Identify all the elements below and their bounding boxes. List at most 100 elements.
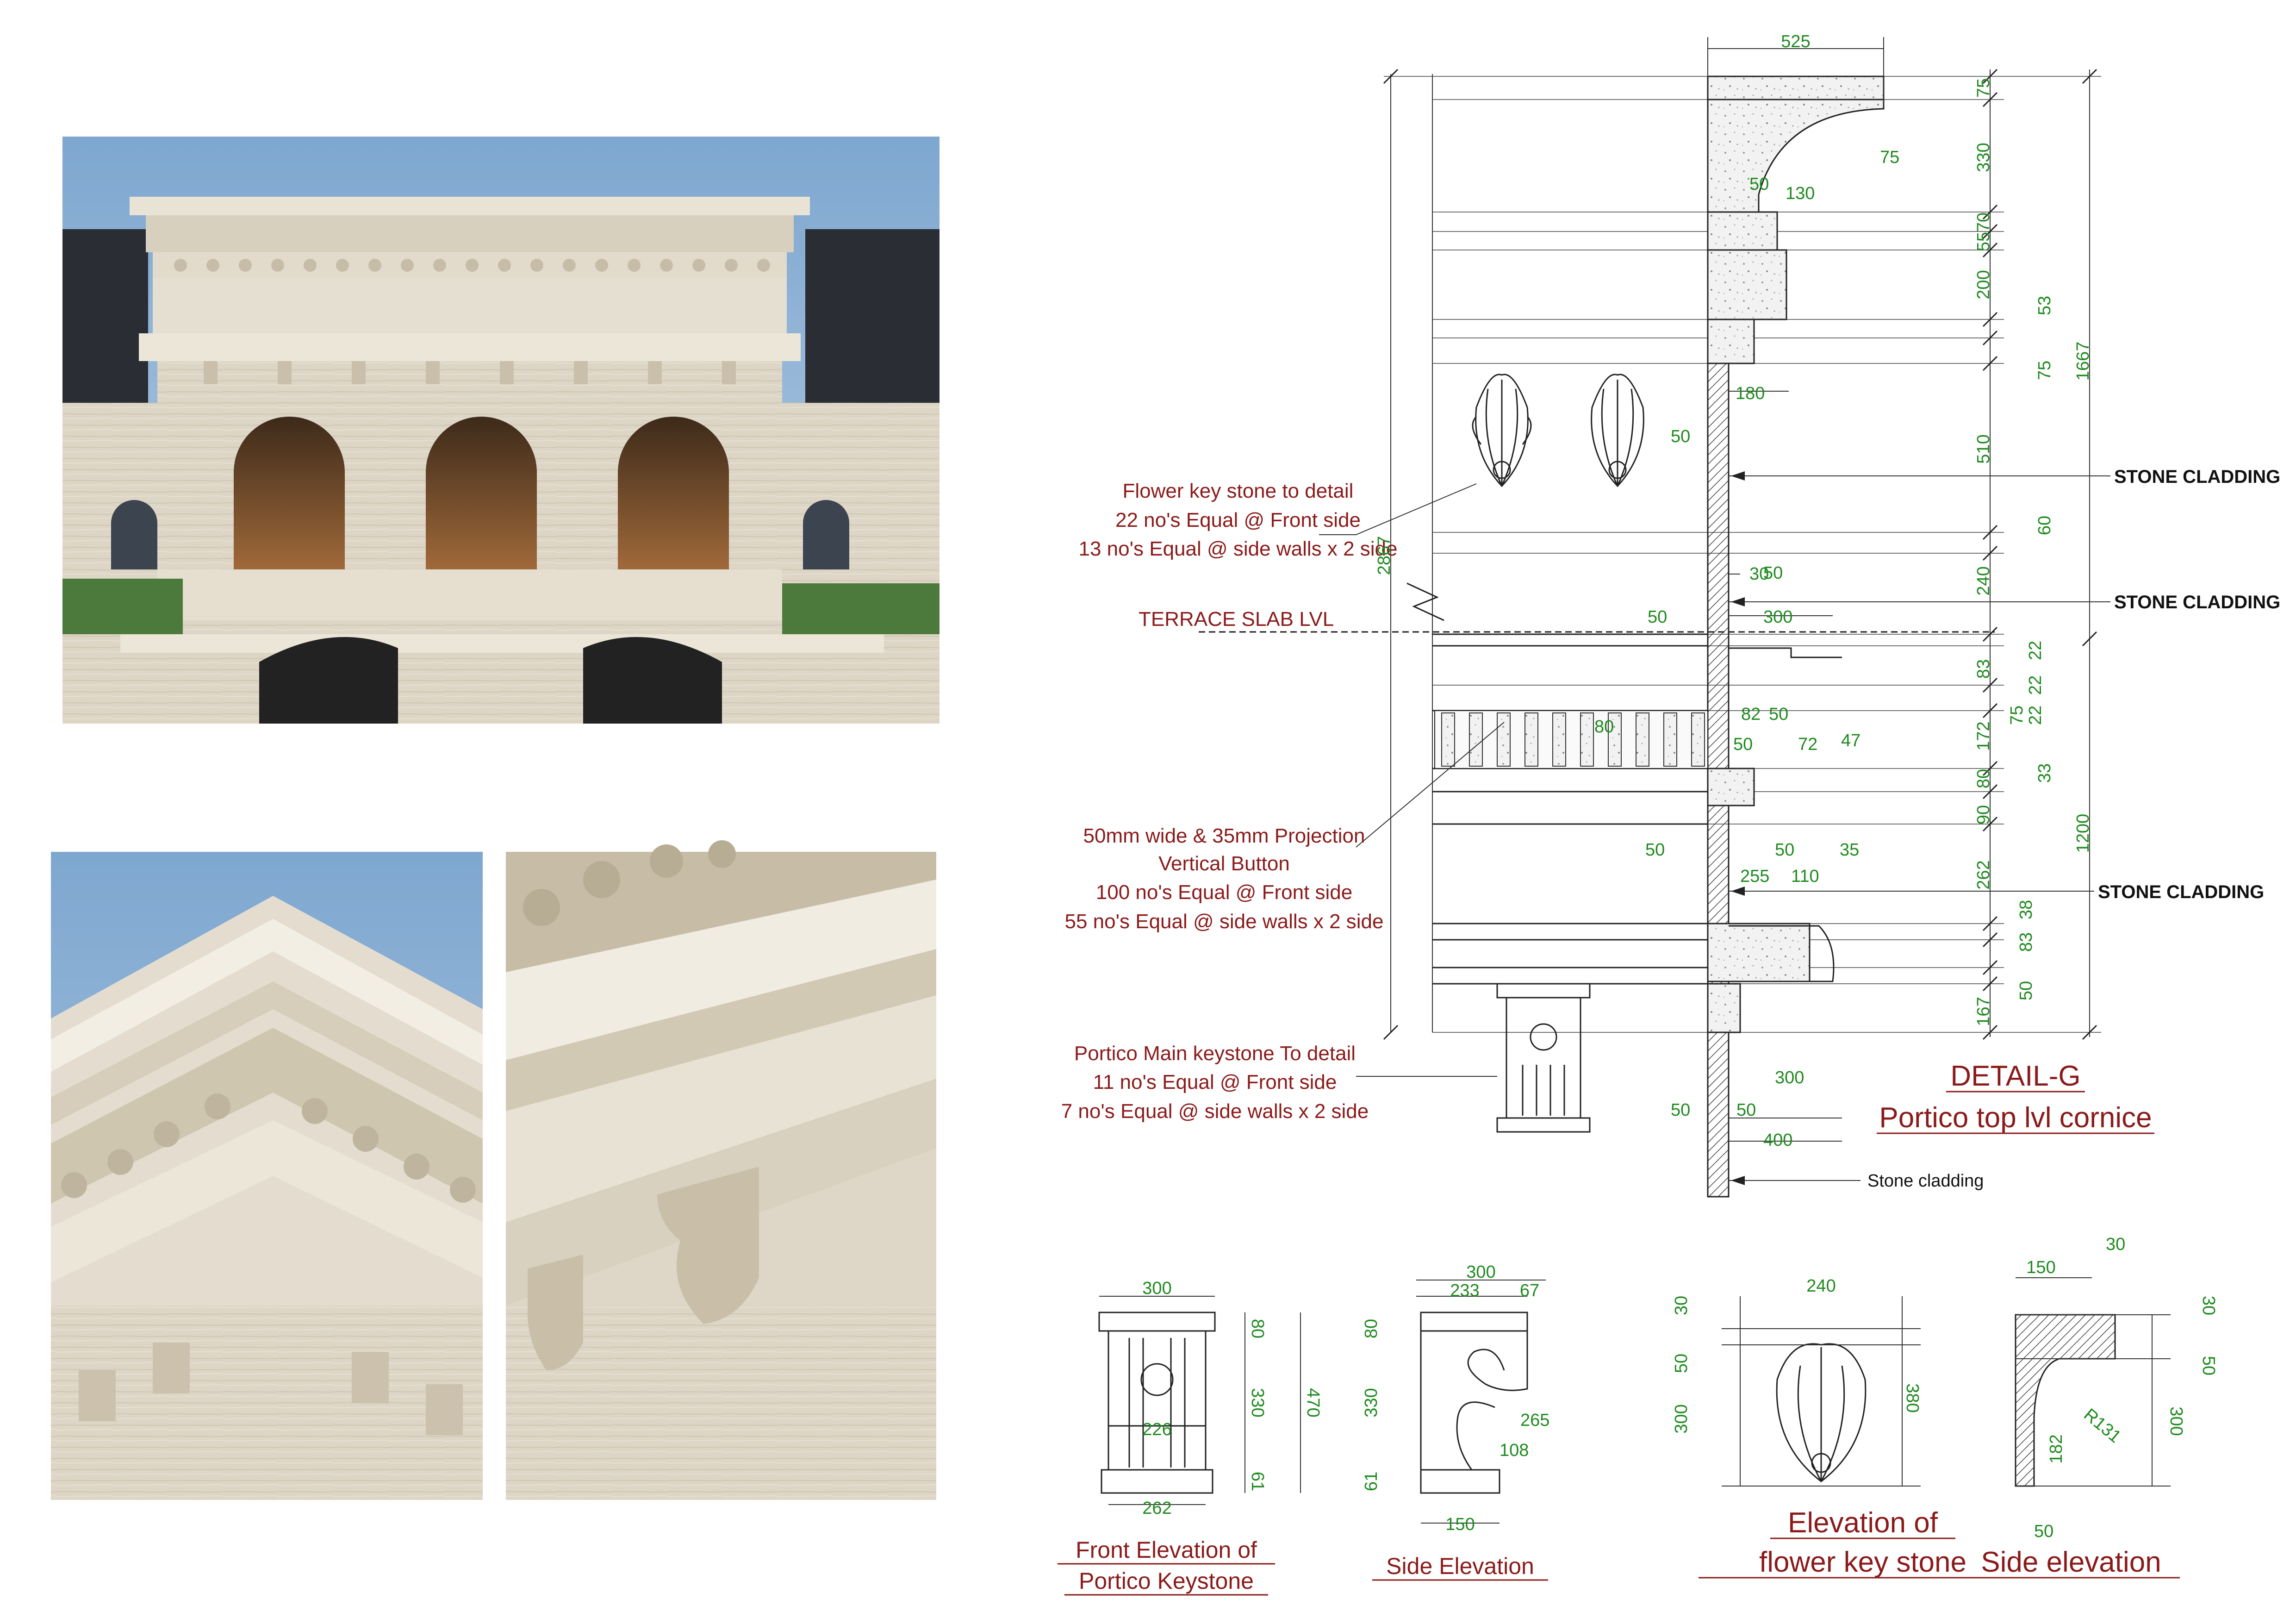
svg-text:50: 50 <box>1671 1100 1690 1120</box>
svg-text:330: 330 <box>1248 1388 1267 1417</box>
svg-text:400: 400 <box>1763 1131 1792 1150</box>
svg-text:262: 262 <box>1142 1499 1171 1518</box>
svg-text:80: 80 <box>1362 1319 1381 1338</box>
photo-cornice-corner <box>51 852 483 1500</box>
svg-text:38: 38 <box>2016 900 2036 919</box>
svg-text:47: 47 <box>1841 731 1860 750</box>
side-elevation-keystone <box>1416 1280 1546 1524</box>
flower-key-side-elevation <box>2015 1277 2171 1487</box>
flower-elevation-title-1: Elevation of <box>1788 1507 1938 1539</box>
svg-text:150: 150 <box>1445 1515 1475 1534</box>
svg-text:50: 50 <box>1672 1354 1691 1373</box>
svg-text:330: 330 <box>1974 143 1993 172</box>
svg-text:90: 90 <box>1974 805 1993 824</box>
svg-text:233: 233 <box>1450 1281 1479 1300</box>
svg-text:80: 80 <box>1248 1319 1267 1338</box>
svg-text:130: 130 <box>1786 184 1815 203</box>
svg-text:50: 50 <box>1749 175 1769 194</box>
svg-text:50mm wide & 35mm Projection: 50mm wide & 35mm Projection <box>1083 824 1365 847</box>
note-flower-key: Flower key stone to detail 22 no's Equal… <box>1079 480 1398 560</box>
svg-text:2867: 2867 <box>1375 536 1394 575</box>
svg-text:22: 22 <box>2026 706 2045 725</box>
svg-text:80: 80 <box>1974 769 1993 788</box>
svg-text:108: 108 <box>1500 1441 1529 1460</box>
svg-text:300: 300 <box>1763 607 1792 627</box>
flower-elevation-title-2: flower key stone <box>1759 1546 1966 1578</box>
svg-text:7 no's Equal @ side walls x 2: 7 no's Equal @ side walls x 2 side <box>1061 1100 1369 1123</box>
photo-facade <box>62 137 940 724</box>
flower-key-stone-icon <box>1472 374 1532 487</box>
side-elevation-2-title: Side elevation <box>1981 1546 2161 1578</box>
svg-text:240: 240 <box>1974 566 1993 595</box>
svg-text:226: 226 <box>1142 1420 1171 1439</box>
svg-text:53: 53 <box>2035 296 2054 315</box>
svg-text:265: 265 <box>1520 1411 1549 1430</box>
front-elevation-keystone <box>1098 1296 1301 1505</box>
svg-text:300: 300 <box>2166 1406 2186 1436</box>
svg-text:50: 50 <box>2199 1356 2218 1375</box>
svg-text:13 no's Equal @ side walls x 2: 13 no's Equal @ side walls x 2 side <box>1079 537 1398 560</box>
svg-text:R131: R131 <box>2080 1405 2125 1447</box>
stone-cladding-label-3: STONE CLADDING <box>2098 882 2264 902</box>
svg-text:67: 67 <box>1520 1281 1539 1300</box>
svg-text:525: 525 <box>1781 32 1810 51</box>
flower-key-stone-icon <box>1591 374 1644 487</box>
svg-text:300: 300 <box>1466 1262 1495 1282</box>
svg-text:1667: 1667 <box>2073 342 2093 381</box>
terrace-slab-label: TERRACE SLAB LVL <box>1139 608 1334 631</box>
dimension-values: 525 75 75 330 50 130 55 70 200 53 75 166… <box>1142 32 2218 1541</box>
svg-text:30: 30 <box>2199 1296 2218 1315</box>
svg-text:Flower key stone to detail: Flower key stone to detail <box>1123 480 1354 502</box>
note-vertical-button: 50mm wide & 35mm Projection Vertical But… <box>1065 824 1384 933</box>
front-elevation-title-2: Portico Keystone <box>1079 1568 1254 1594</box>
svg-text:83: 83 <box>1974 659 1993 679</box>
svg-text:50: 50 <box>2016 981 2036 1000</box>
svg-text:11 no's Equal @ Front side: 11 no's Equal @ Front side <box>1093 1071 1337 1093</box>
svg-text:Vertical Button: Vertical Button <box>1158 852 1290 875</box>
svg-text:300: 300 <box>1142 1279 1171 1298</box>
svg-text:30: 30 <box>1672 1296 1691 1315</box>
flower-key-stone-elevation <box>1722 1296 1921 1487</box>
stone-cladding-label-small: Stone cladding <box>1867 1171 1984 1191</box>
svg-text:380: 380 <box>1903 1383 1922 1412</box>
portico-keystone-icon <box>1496 983 1591 1133</box>
svg-text:330: 330 <box>1362 1388 1381 1417</box>
svg-text:61: 61 <box>1248 1472 1267 1491</box>
svg-text:75: 75 <box>1974 78 1993 98</box>
side-elevation-title: Side Elevation <box>1386 1553 1534 1579</box>
svg-text:255: 255 <box>1740 867 1769 886</box>
svg-text:30: 30 <box>2106 1235 2125 1254</box>
svg-text:22: 22 <box>2026 675 2045 695</box>
svg-text:180: 180 <box>1736 384 1765 403</box>
detail-g-section <box>1199 37 2110 1198</box>
stone-cladding-label-2: STONE CLADDING <box>2114 592 2280 612</box>
svg-text:75: 75 <box>2035 361 2054 380</box>
svg-text:1200: 1200 <box>2073 814 2093 853</box>
svg-text:50: 50 <box>1736 1100 1756 1120</box>
svg-text:50: 50 <box>1645 840 1665 860</box>
svg-text:55: 55 <box>1974 232 1993 251</box>
svg-text:150: 150 <box>2026 1258 2055 1277</box>
svg-text:110: 110 <box>1791 867 1819 886</box>
note-portico-keystone: Portico Main keystone To detail 11 no's … <box>1061 1042 1369 1123</box>
svg-text:72: 72 <box>1798 735 1817 754</box>
svg-text:22: 22 <box>2026 641 2045 660</box>
svg-text:100 no's Equal @ Front side: 100 no's Equal @ Front side <box>1096 881 1353 904</box>
svg-text:75: 75 <box>1880 148 1899 167</box>
svg-text:300: 300 <box>1672 1404 1691 1433</box>
svg-text:75: 75 <box>2007 706 2027 725</box>
svg-text:Portico Main keystone To detai: Portico Main keystone To detail <box>1074 1042 1356 1065</box>
svg-text:55 no's Equal @ side walls x 2: 55 no's Equal @ side walls x 2 side <box>1065 910 1384 933</box>
svg-text:50: 50 <box>1648 607 1667 627</box>
detail-subtitle: Portico top lvl cornice <box>1879 1102 2152 1134</box>
svg-text:200: 200 <box>1974 270 1993 299</box>
svg-text:22 no's Equal @ Front side: 22 no's Equal @ Front side <box>1115 509 1361 531</box>
svg-text:300: 300 <box>1775 1068 1804 1087</box>
svg-text:510: 510 <box>1974 434 1993 463</box>
svg-text:80: 80 <box>1594 717 1614 737</box>
svg-text:50: 50 <box>2034 1522 2053 1541</box>
svg-text:70: 70 <box>1974 212 1993 232</box>
svg-text:60: 60 <box>2035 516 2054 535</box>
svg-text:61: 61 <box>1362 1472 1381 1491</box>
